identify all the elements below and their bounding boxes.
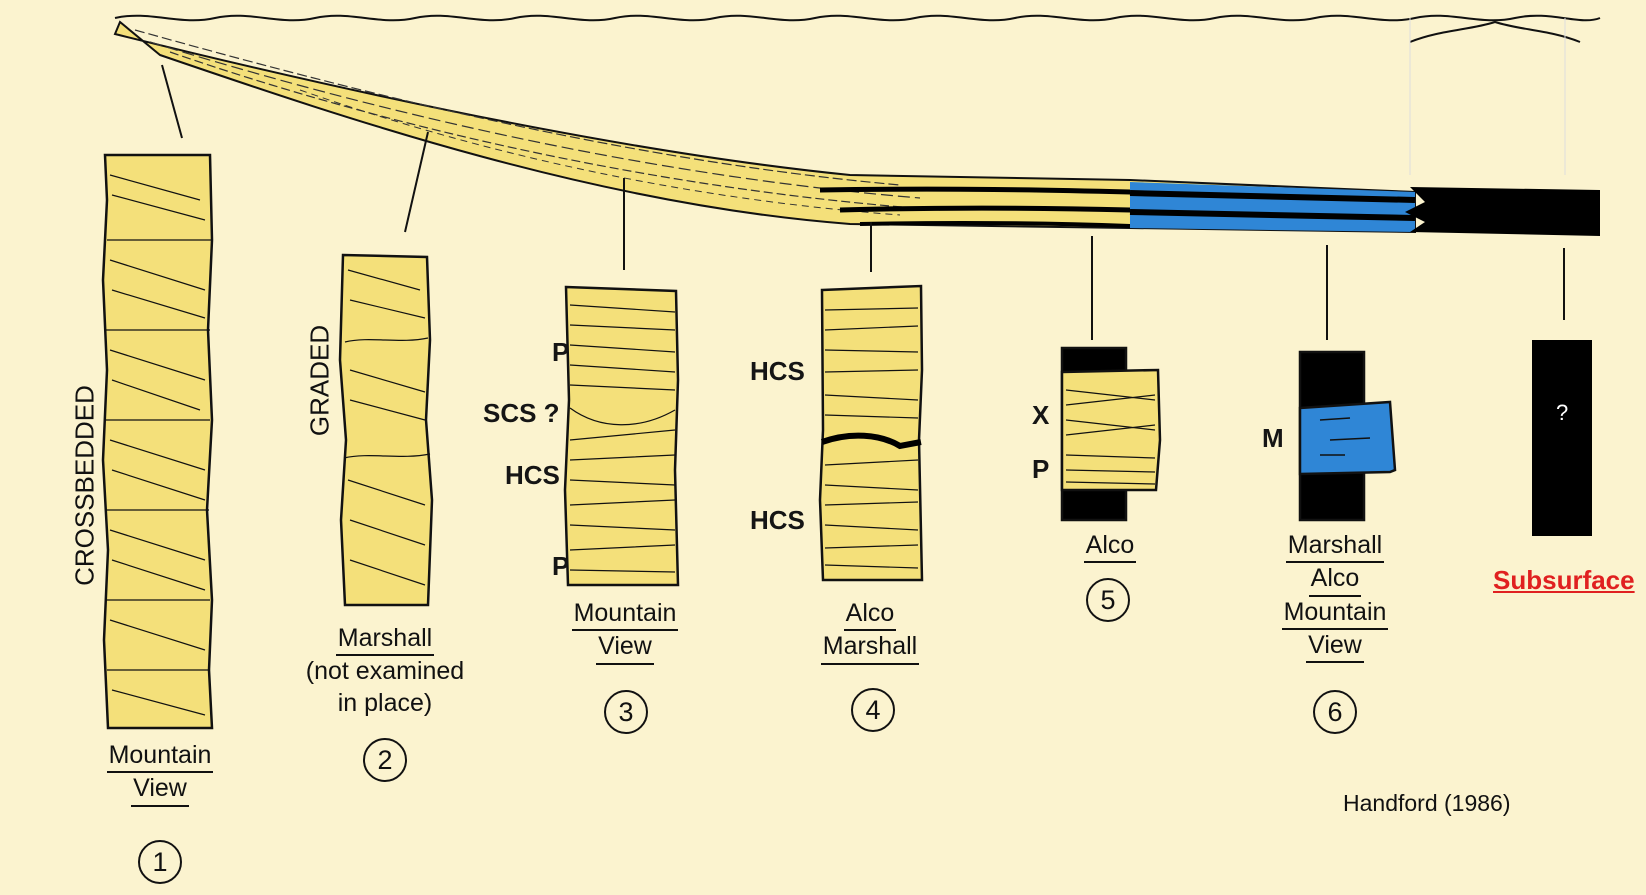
column-4-label: Alco Marshall — [800, 598, 940, 665]
column-5-number: 5 — [1086, 578, 1130, 622]
column-6 — [1300, 352, 1395, 520]
column-6-side-label-1: M — [1262, 423, 1284, 454]
subsurface-column — [1532, 340, 1592, 536]
column-4-side-label-2: HCS — [750, 505, 805, 536]
subsurface-label: Subsurface — [1493, 565, 1635, 596]
column-4-label-line-2: Marshall — [821, 631, 919, 664]
column-5-label-line-1: Alco — [1084, 530, 1137, 563]
column-3-label-line-1: Mountain — [572, 598, 679, 631]
subsurface-brace — [1410, 22, 1580, 42]
column-5-side-label-1: X — [1032, 400, 1049, 431]
column-3-label: Mountain View — [555, 598, 695, 665]
column-4-number: 4 — [851, 688, 895, 732]
column-4 — [820, 286, 922, 580]
column-5-label: Alco — [1050, 530, 1170, 563]
column-3-side-label-3: HCS — [505, 460, 560, 491]
column-3-side-label-2: SCS ? — [483, 398, 560, 429]
column-1-vertical-label: CROSSBEDDED — [70, 371, 101, 601]
column-6-label: Marshall Alco Mountain View — [1260, 530, 1410, 663]
column-2-label-line-3: in place) — [336, 688, 435, 719]
column-6-number: 6 — [1313, 690, 1357, 734]
column-3-side-label-4: P — [552, 551, 569, 582]
column-5-side-label-2: P — [1032, 454, 1049, 485]
subsurface-question-mark: ? — [1556, 400, 1568, 426]
column-3-number: 3 — [604, 690, 648, 734]
column-5 — [1062, 348, 1160, 520]
column-2-label-line-2: (not examined — [304, 656, 466, 687]
column-1-label-line-1: Mountain — [107, 740, 214, 773]
column-2-vertical-label: GRADED — [305, 316, 336, 446]
column-2 — [340, 255, 432, 605]
column-6-label-line-4: View — [1306, 630, 1364, 663]
column-1-label: Mountain View — [90, 740, 230, 807]
sediment-wedge — [115, 22, 1600, 236]
column-2-label: Marshall (not examined in place) — [280, 623, 490, 719]
column-6-label-line-1: Marshall — [1286, 530, 1384, 563]
column-1-label-line-2: View — [131, 773, 189, 806]
column-4-side-label-1: HCS — [750, 356, 805, 387]
sea-surface-line — [115, 16, 1600, 21]
column-6-label-line-2: Alco — [1309, 563, 1362, 596]
source-credit: Handford (1986) — [1343, 790, 1511, 817]
column-2-number: 2 — [363, 738, 407, 782]
column-6-label-line-3: Mountain — [1282, 597, 1389, 630]
column-3 — [565, 287, 678, 585]
column-1-number: 1 — [138, 840, 182, 884]
column-1 — [103, 155, 212, 728]
column-3-label-line-2: View — [596, 631, 654, 664]
column-3-side-label-1: P — [552, 337, 569, 368]
column-4-label-line-1: Alco — [844, 598, 897, 631]
column-2-label-line-1: Marshall — [336, 623, 434, 656]
